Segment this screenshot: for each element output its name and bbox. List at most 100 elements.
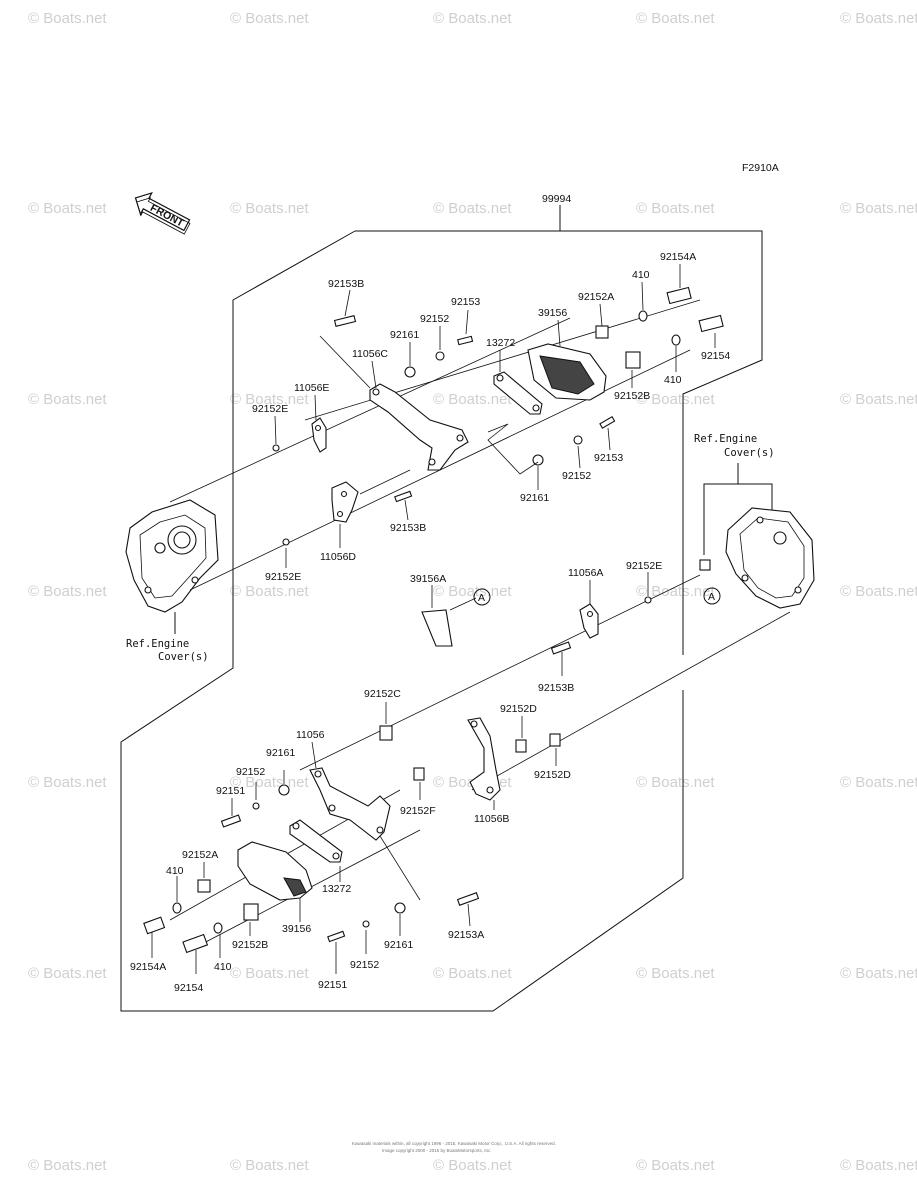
- part-label-13272b: 13272: [322, 883, 351, 895]
- collar-92152Ab: [197, 879, 211, 893]
- watermark: © Boats.net: [28, 391, 107, 408]
- front-label: FRONT: [148, 202, 186, 230]
- watermark: © Boats.net: [840, 774, 917, 791]
- sticker-39156A: [421, 609, 453, 647]
- nut-92161d: [394, 902, 406, 914]
- part-label-11056B: 11056B: [474, 813, 509, 825]
- plate-13272-lower: [289, 819, 343, 863]
- part-label-92152c: 92152: [236, 766, 265, 778]
- part-label-92152C: 92152C: [364, 688, 401, 700]
- part-label-92153Bb: 92153B: [390, 522, 426, 534]
- bolt-92153Bc: [550, 641, 572, 655]
- watermark: © Boats.net: [636, 774, 715, 791]
- collar-92152Db: [549, 733, 561, 747]
- washer-92152d: [362, 920, 370, 928]
- watermark: © Boats.net: [433, 200, 512, 217]
- bolt-92153B: [333, 315, 357, 327]
- watermark: © Boats.net: [840, 583, 917, 600]
- watermark: © Boats.net: [230, 583, 309, 600]
- collar-92152Da: [515, 739, 527, 753]
- bolt-92154Ab: [143, 916, 166, 935]
- part-label-92153Bc: 92153B: [538, 682, 574, 694]
- washer-410d: [213, 922, 223, 934]
- collar-92152Eb: [282, 538, 290, 546]
- part-label-11056E: 11056E: [294, 382, 329, 394]
- watermark: © Boats.net: [840, 391, 917, 408]
- watermark: © Boats.net: [840, 1157, 917, 1174]
- part-label-13272: 13272: [486, 337, 515, 349]
- part-label-92152Da: 92152D: [500, 703, 537, 715]
- part-label-92152Db: 92152D: [534, 769, 571, 781]
- part-label-92153B: 92153B: [328, 278, 364, 290]
- washer-410c: [172, 902, 182, 914]
- ref-engine-cover-right-2: Cover(s): [724, 447, 775, 459]
- watermark: © Boats.net: [636, 965, 715, 982]
- bracket-11056C: [369, 383, 469, 471]
- part-label-92152b: 92152: [562, 470, 591, 482]
- marker-a-center: [473, 588, 491, 606]
- front-arrow-icon: FRONT: [134, 191, 191, 235]
- washer-92152c: [252, 802, 260, 810]
- part-label-11056D: 11056D: [320, 551, 356, 563]
- watermark: © Boats.net: [636, 391, 715, 408]
- part-label-92154A: 92154A: [660, 251, 696, 263]
- part-label-92161b: 92161: [520, 492, 549, 504]
- bracket-11056D: [331, 481, 359, 523]
- watermark: © Boats.net: [230, 391, 309, 408]
- bolt-92154b: [182, 933, 209, 954]
- part-label-92152F: 92152F: [400, 805, 436, 817]
- watermark: © Boats.net: [230, 10, 309, 27]
- part-label-11056C: 11056C: [352, 348, 388, 360]
- watermark: © Boats.net: [28, 583, 107, 600]
- watermark: © Boats.net: [636, 583, 715, 600]
- lower-assembly: 11056A 92152E 92153B 92152C 11056 92161 …: [130, 560, 791, 994]
- part-label-92154Ab: 92154A: [130, 961, 166, 973]
- washer-410b: [671, 334, 681, 346]
- part-label-92152Ab: 92152A: [182, 849, 218, 861]
- bracket-11056: [309, 767, 391, 841]
- watermark: © Boats.net: [28, 965, 107, 982]
- engine-cover-left: [125, 499, 219, 613]
- part-label-410d: 410: [214, 961, 232, 973]
- washer-410: [638, 310, 648, 322]
- watermark: © Boats.net: [230, 200, 309, 217]
- part-label-39156: 39156: [538, 307, 567, 319]
- slider-39156-lower: [237, 841, 313, 901]
- part-label-92161: 92161: [390, 329, 419, 341]
- watermark: © Boats.net: [433, 965, 512, 982]
- nut-92161b: [532, 454, 544, 466]
- part-label-92152B: 92152B: [614, 390, 650, 402]
- slider-39156-upper: [527, 343, 607, 401]
- figure-code: F2910A: [742, 162, 779, 174]
- plate-13272: [493, 371, 543, 415]
- part-label-92152A: 92152A: [578, 291, 614, 303]
- watermark-layer: © Boats.net © Boats.net © Boats.net © Bo…: [28, 10, 917, 1174]
- engine-cover-right: [699, 507, 815, 609]
- watermark: © Boats.net: [840, 10, 917, 27]
- part-label-92152Eb: 92152E: [265, 571, 301, 583]
- collar-92152C: [379, 725, 393, 741]
- part-label-92153b: 92153: [594, 452, 623, 464]
- bolt-92154: [698, 314, 724, 333]
- ref-engine-cover-right-1: Ref.Engine: [694, 433, 757, 445]
- part-label-92154: 92154: [701, 350, 730, 362]
- bolt-92151b: [327, 930, 346, 943]
- watermark: © Boats.net: [28, 10, 107, 27]
- nut-92161c: [278, 784, 290, 796]
- nut-92161: [404, 366, 416, 378]
- watermark: © Boats.net: [28, 200, 107, 217]
- collar-92152A: [595, 325, 609, 339]
- part-label-92154b: 92154: [174, 982, 203, 994]
- marker-a-right: [703, 587, 721, 605]
- watermark: © Boats.net: [433, 10, 512, 27]
- kit-outline: 99994: [120, 193, 763, 1012]
- part-label-92161c: 92161: [266, 747, 295, 759]
- part-label-39156b: 39156: [282, 923, 311, 935]
- ref-engine-cover-left-1: Ref.Engine: [126, 638, 189, 650]
- bolt-92151a: [220, 814, 242, 828]
- part-label-92161d: 92161: [384, 939, 413, 951]
- collar-92152B: [625, 351, 641, 369]
- watermark: © Boats.net: [636, 1157, 715, 1174]
- collar-92152E: [272, 444, 280, 452]
